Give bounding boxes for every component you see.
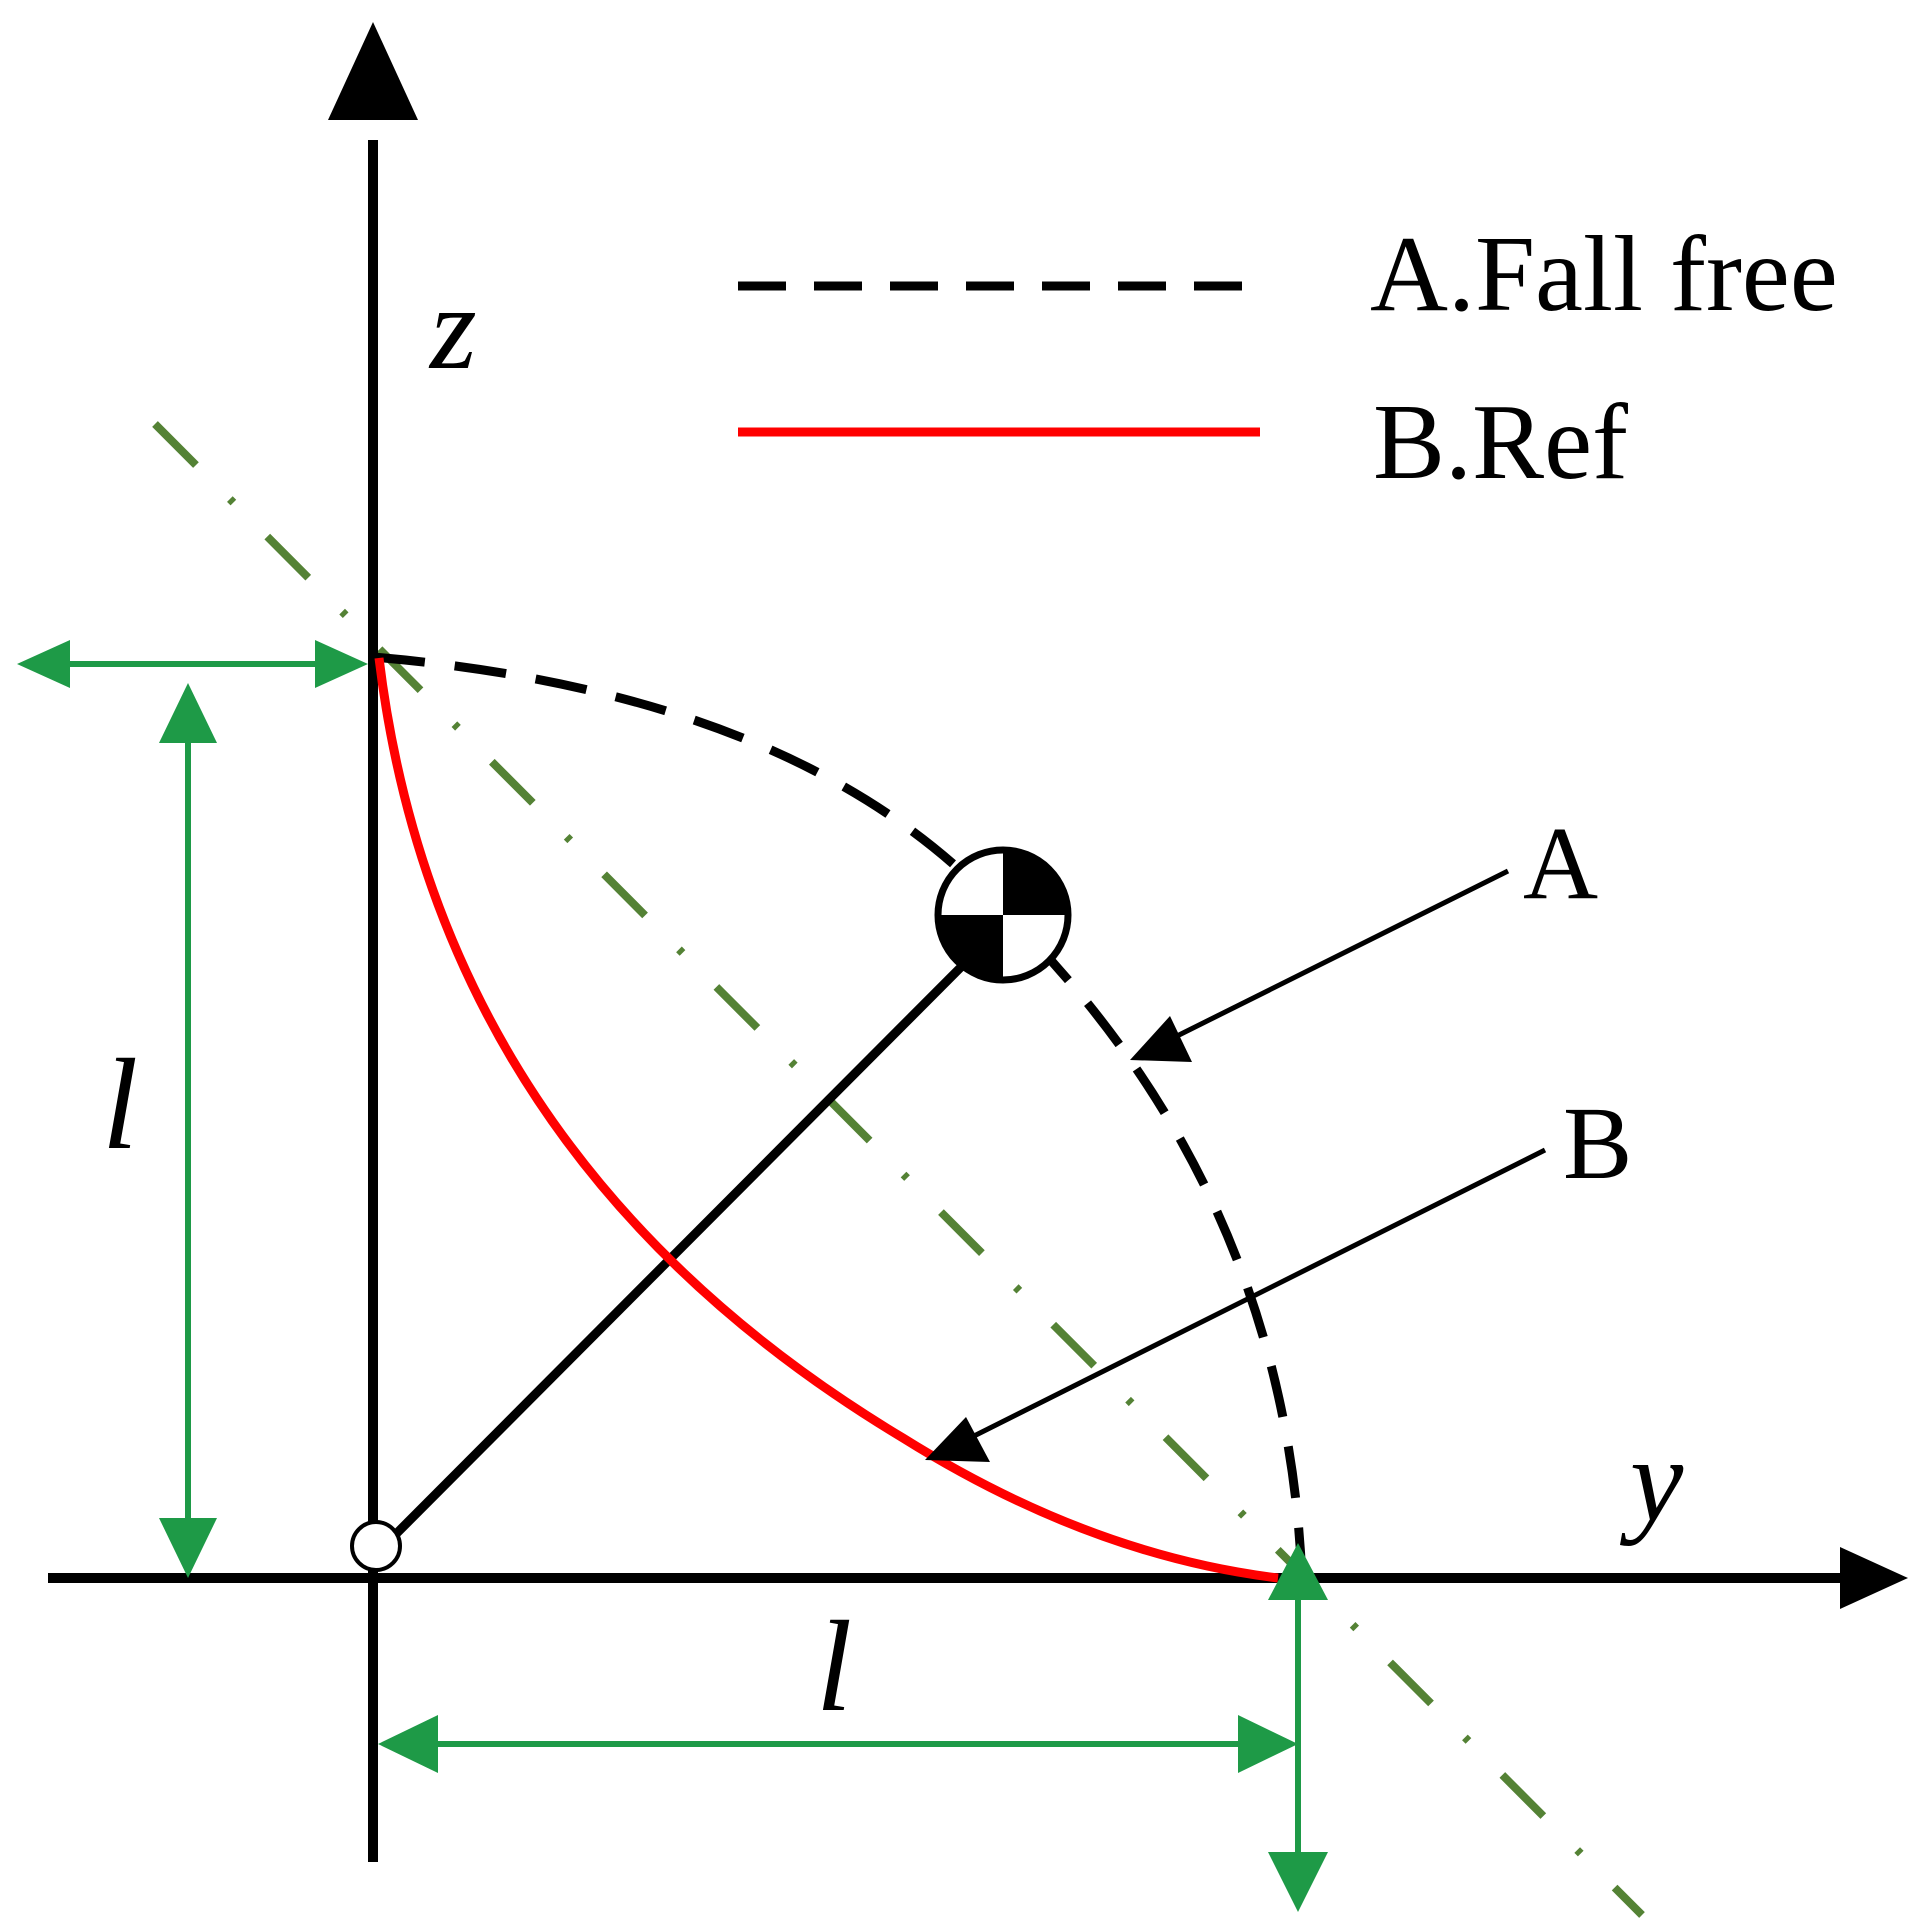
y-axis xyxy=(48,1547,1908,1609)
legend-ref-label: B.Ref xyxy=(1373,383,1628,502)
center-of-mass-icon xyxy=(934,846,1072,984)
y-axis-label: y xyxy=(1619,1413,1684,1546)
pendulum-rod xyxy=(386,958,970,1544)
dimension-arrows xyxy=(17,640,1328,1912)
z-axis xyxy=(328,22,418,1862)
y-axis-arrowhead xyxy=(1840,1547,1908,1609)
legend: A.Fall free B.Ref xyxy=(738,215,1838,502)
legend-fall-free-label: A.Fall free xyxy=(1370,215,1838,334)
callout-arrow-a xyxy=(1130,868,1510,1062)
diagonal-guide-line xyxy=(152,421,1645,1918)
pivot-circle-icon xyxy=(350,1520,402,1572)
callout-label-a: A xyxy=(1523,806,1598,921)
ref-curve xyxy=(374,657,1279,1583)
callout-arrow-b xyxy=(925,1147,1547,1462)
vertical-dimension-label: l xyxy=(102,1033,138,1177)
callout-label-b: B xyxy=(1563,1086,1632,1201)
fall-free-curve xyxy=(372,652,1307,1581)
z-axis-arrowhead xyxy=(328,22,418,120)
z-axis-label: z xyxy=(428,261,477,394)
horizontal-dimension-label: l xyxy=(816,1595,852,1739)
